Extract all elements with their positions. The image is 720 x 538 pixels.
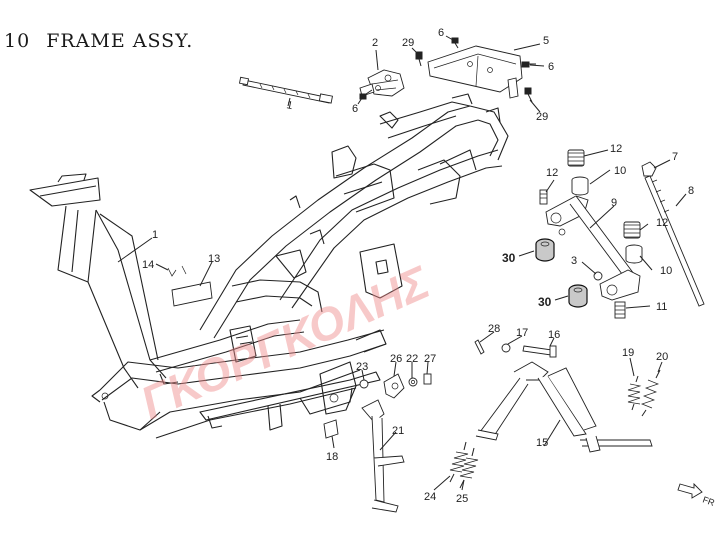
forward-arrow-icon: FR — [677, 482, 716, 508]
bushing-10-bottom[interactable] — [625, 244, 643, 264]
stand-bracket-18[interactable] — [323, 419, 339, 439]
stand-spring-19[interactable] — [627, 375, 642, 411]
forward-label: FR — [701, 494, 716, 508]
callout-12-mid: 12 — [656, 217, 668, 229]
callout-7: 7 — [672, 151, 678, 163]
callout-16: 16 — [548, 329, 560, 341]
callout-labels: 1 2 3 5 6 6 6 7 8 9 10 10 11 12 12 12 13… — [142, 27, 694, 505]
main-frame[interactable] — [29, 93, 509, 439]
nut-22[interactable] — [408, 377, 418, 387]
pivot-bolt-8[interactable] — [644, 175, 705, 307]
clip-14[interactable] — [167, 265, 187, 277]
callout-21: 21 — [392, 425, 404, 437]
nut-23[interactable] — [359, 379, 369, 389]
cotter-pin-28[interactable] — [474, 339, 485, 355]
callout-12-top: 12 — [610, 143, 622, 155]
callout-24: 24 — [424, 491, 436, 503]
bolt-6-right[interactable] — [521, 61, 536, 68]
callout-9: 9 — [611, 197, 617, 209]
damper-spring-12-mid[interactable] — [623, 221, 641, 239]
callout-27: 27 — [424, 353, 436, 365]
engine-hanger-link[interactable] — [545, 195, 641, 301]
leader-lines — [117, 35, 687, 491]
callout-18: 18 — [326, 451, 338, 463]
bolt-29-right[interactable] — [524, 87, 533, 103]
washer-17[interactable] — [501, 343, 511, 353]
callout-23: 23 — [356, 361, 368, 373]
callout-29-right: 29 — [536, 111, 548, 123]
callout-8: 8 — [688, 185, 694, 197]
callout-6-right: 6 — [548, 61, 554, 73]
callout-10-top: 10 — [614, 165, 626, 177]
bolt-12-left[interactable] — [539, 189, 548, 205]
callout-17: 17 — [516, 327, 528, 339]
callout-19: 19 — [622, 347, 634, 359]
rubber-damper-30-bottom[interactable] — [568, 284, 588, 308]
side-stand[interactable] — [361, 399, 405, 513]
stand-spring-20[interactable] — [640, 369, 661, 417]
callout-11: 11 — [656, 301, 667, 313]
callout-22: 22 — [406, 353, 418, 365]
callout-20: 20 — [656, 351, 668, 363]
callout-26: 26 — [390, 353, 402, 365]
rubber-damper-30-top[interactable] — [535, 238, 555, 262]
callout-5: 5 — [543, 35, 549, 47]
callout-30-top: 30 — [502, 251, 516, 265]
callout-1: 1 — [152, 229, 158, 241]
bushing-10-top[interactable] — [571, 176, 589, 196]
callout-15: 15 — [536, 437, 548, 449]
callout-10-bottom: 10 — [660, 265, 672, 277]
section-title: FRAME ASSY. — [46, 30, 194, 52]
stand-spring-24[interactable] — [449, 441, 469, 483]
mounting-bracket-2[interactable] — [359, 69, 405, 97]
damper-spring-12-top[interactable] — [567, 149, 585, 167]
callout-25: 25 — [456, 493, 468, 505]
bolt-27[interactable] — [423, 373, 432, 385]
callout-6-left: 6 — [352, 103, 358, 115]
callout-14: 14 — [142, 259, 154, 271]
main-stand[interactable] — [475, 361, 653, 453]
section-number: 10 — [4, 30, 31, 52]
bolt-6-top[interactable] — [451, 37, 459, 49]
throttle-cable-part[interactable] — [238, 76, 333, 104]
callout-6-top: 6 — [438, 27, 444, 39]
callout-cable: 1 — [285, 99, 293, 112]
stand-bracket-26[interactable] — [383, 373, 405, 399]
callout-28: 28 — [488, 323, 500, 335]
bolt-6-left[interactable] — [359, 89, 373, 100]
callout-3: 3 — [571, 255, 577, 267]
seat-bracket[interactable] — [427, 45, 523, 99]
stand-spring-25[interactable] — [459, 447, 479, 489]
bolt-29-top[interactable] — [415, 51, 423, 67]
plate-13[interactable] — [171, 281, 213, 307]
callout-12-left: 12 — [546, 167, 558, 179]
callout-13: 13 — [208, 253, 220, 265]
callout-30-bottom: 30 — [538, 295, 552, 309]
callout-29-top: 29 — [402, 37, 414, 49]
pivot-shaft-16[interactable] — [522, 345, 557, 358]
page-title: 10 FRAME ASSY. — [4, 30, 193, 52]
nut-7[interactable] — [641, 161, 657, 177]
bolt-11[interactable] — [614, 301, 626, 319]
callout-2: 2 — [372, 37, 378, 49]
